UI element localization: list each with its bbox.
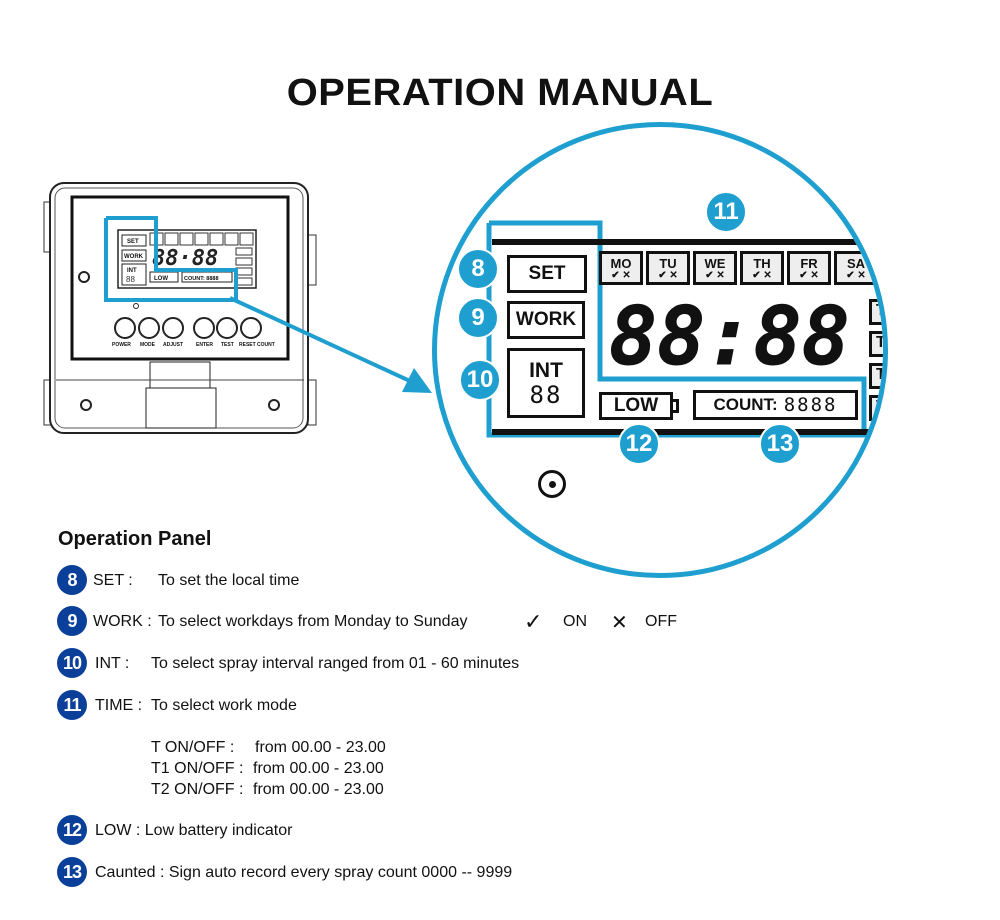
item-label: SET : (93, 572, 133, 589)
item-desc: To select work mode (151, 697, 297, 714)
enter-button[interactable] (193, 317, 215, 339)
lcd-low-battery: LOW (599, 392, 673, 420)
legend-on: ON (563, 613, 587, 630)
mode-value: from 00.00 - 23.00 (253, 781, 384, 798)
connector-base (145, 387, 217, 429)
led-icon (133, 303, 139, 309)
callout-badge-8: 8 (457, 248, 499, 290)
t-indicator: T (869, 331, 883, 357)
lcd-set: SET (507, 255, 587, 293)
screw-icon (78, 271, 90, 283)
item-desc: To select spray interval ranged from 01 … (151, 655, 520, 672)
day-th: TH✔ ✕ (740, 251, 784, 285)
lcd-work: WORK (507, 301, 585, 339)
device-set-label: SET (127, 239, 139, 245)
day-we: WE✔ ✕ (693, 251, 737, 285)
int-digits: 88 (529, 381, 563, 409)
item-label: TIME : (95, 697, 143, 714)
device-work-label: WORK (124, 254, 144, 260)
device-int-digits: 88 (126, 275, 135, 284)
item-label: Caunted : Sign auto record every spray c… (95, 864, 513, 881)
t-indicator: T (869, 395, 883, 421)
screw-icon (268, 399, 280, 411)
button-label: ADJUST (163, 342, 183, 348)
callout-badge-13: 13 (759, 423, 801, 465)
device-int-label: INT (127, 268, 137, 274)
day-mo: MO✔ ✕ (599, 251, 643, 285)
t-indicator: T (869, 299, 883, 325)
device-count-label: COUNT: 8888 (184, 276, 219, 282)
button-label: RESET COUNT (239, 342, 275, 348)
callout-badge-10: 10 (459, 359, 501, 401)
item-label: WORK : (93, 613, 152, 630)
lcd-border-top (492, 239, 883, 245)
item-badge: 8 (57, 565, 87, 595)
day-row: MO✔ ✕ TU✔ ✕ WE✔ ✕ TH✔ ✕ FR✔ ✕ SA✔ ✕ (599, 251, 878, 285)
item-badge: 13 (57, 857, 87, 887)
count-digits: 8888 (783, 394, 838, 416)
device-lcd (117, 229, 257, 289)
cross-icon: ✕ (611, 612, 628, 634)
page-title: OPERATION MANUAL (286, 72, 714, 114)
mode-button[interactable] (138, 317, 160, 339)
mode-label: T2 ON/OFF : (151, 781, 244, 798)
item-desc: To select workdays from Monday to Sunday (158, 613, 468, 630)
button-label: POWER (112, 342, 131, 348)
screw-icon (80, 399, 92, 411)
adjust-button[interactable] (162, 317, 184, 339)
device-low-label: LOW (154, 276, 168, 282)
legend-off: OFF (645, 613, 677, 630)
callout-badge-12: 12 (618, 423, 660, 465)
item-badge: 11 (57, 690, 87, 720)
item-badge: 12 (57, 815, 87, 845)
side-clip (307, 379, 317, 426)
check-icon: ✓ (524, 609, 543, 634)
section-heading: Operation Panel (58, 528, 212, 550)
item-label: LOW : Low battery indicator (95, 822, 293, 839)
button-label: ENTER (196, 342, 213, 348)
side-clip (307, 234, 317, 286)
lcd-border-bottom (492, 429, 883, 435)
item-badge: 9 (57, 606, 87, 636)
day-fr: FR✔ ✕ (787, 251, 831, 285)
t-indicator: T (869, 363, 883, 389)
device-illustration: SET WORK INT 88 88·88 LOW COUNT: 8888 PO… (43, 182, 317, 434)
day-sa: SA✔ ✕ (834, 251, 878, 285)
count-label: COUNT: (713, 395, 778, 414)
device-highlight (104, 216, 238, 302)
arrowhead-icon (402, 368, 432, 393)
button-label: MODE (140, 342, 156, 348)
lcd-time-display: 88:88 (609, 290, 851, 383)
mode-label: T ON/OFF : (151, 739, 235, 756)
item-label: INT : (95, 655, 130, 672)
button-label: TEST (221, 342, 234, 348)
zoom-magnifier: SET WORK INT 88 MO✔ ✕ TU✔ ✕ WE✔ ✕ TH✔ ✕ … (432, 122, 888, 578)
device-time: 88·88 (152, 246, 218, 271)
callout-badge-9: 9 (457, 297, 499, 339)
day-tu: TU✔ ✕ (646, 251, 690, 285)
item-desc: To set the local time (158, 572, 300, 589)
indicator-light-icon (538, 470, 566, 498)
callout-badge-11: 11 (705, 191, 747, 233)
test-button[interactable] (216, 317, 238, 339)
int-label: INT (529, 359, 563, 382)
lcd-int: INT 88 (507, 348, 585, 418)
lcd-count: COUNT: 8888 (693, 390, 858, 420)
power-button[interactable] (114, 317, 136, 339)
reset-count-button[interactable] (240, 317, 262, 339)
battery-tip-icon (673, 399, 679, 413)
mode-label: T1 ON/OFF : (151, 760, 244, 777)
mode-value: from 00.00 - 23.00 (253, 760, 384, 777)
item-badge: 10 (57, 648, 87, 678)
mode-value: from 00.00 - 23.00 (255, 739, 386, 756)
